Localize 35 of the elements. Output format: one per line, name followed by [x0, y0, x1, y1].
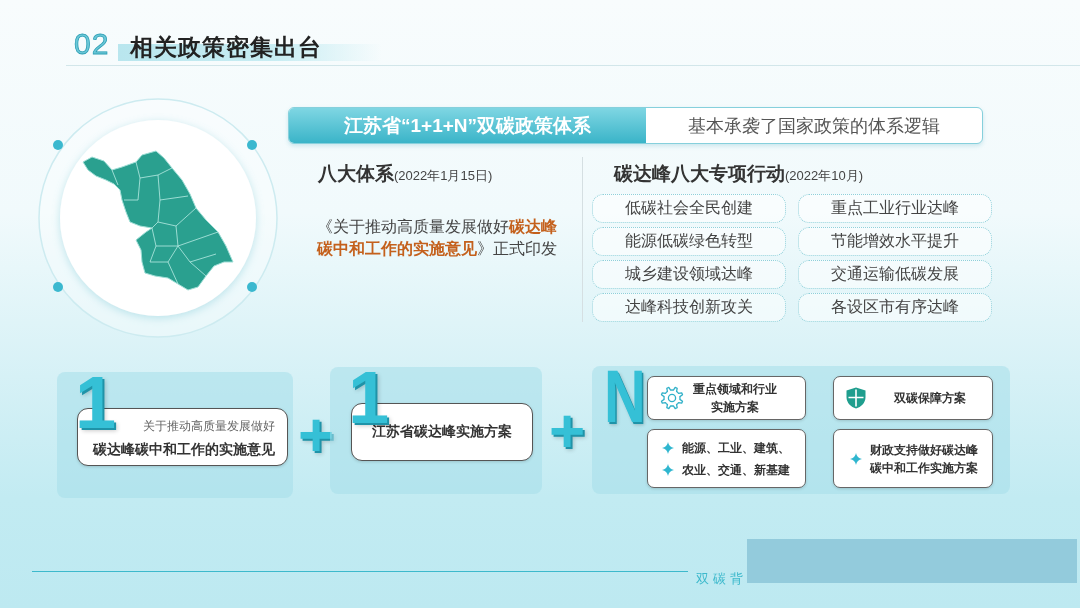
plan-text: 农业、交通、新基建	[682, 461, 790, 479]
action-tag: 能源低碳绿色转型	[592, 227, 786, 256]
policy-panel	[592, 366, 1010, 494]
policy-panel	[330, 367, 542, 494]
date-note: (2022年10月)	[785, 167, 864, 185]
plan-card	[833, 376, 993, 420]
section-number: 02	[74, 29, 110, 59]
plan-text: 重点领域和行业实施方案	[692, 381, 778, 416]
plan-card	[647, 376, 806, 420]
body-text: 《关于推动高质量发展做好碳达峰碳中和工作的实施意见》正式印发	[316, 217, 558, 259]
policy-panel	[57, 372, 293, 498]
column-heading: 八大体系	[318, 162, 394, 186]
action-tag: 低碳社会全民创建	[592, 194, 786, 223]
action-tag: 节能增效水平提升	[798, 227, 992, 256]
document-subtitle: 关于推动高质量发展做好	[143, 418, 275, 434]
footer-text: 双碳背	[696, 571, 747, 587]
action-tag: 城乡建设领域达峰	[592, 260, 786, 289]
document-title: 碳达峰碳中和工作的实施意见	[93, 441, 275, 459]
policy-banner	[288, 107, 983, 144]
action-tag: 交通运输低碳发展	[798, 260, 992, 289]
action-tag: 各设区市有序达峰	[798, 293, 992, 322]
date-note: (2022年1月15日)	[394, 168, 493, 185]
big-digit: N	[604, 364, 646, 430]
column-heading: 碳达峰八大专项行动	[614, 162, 785, 186]
plan-card	[647, 429, 806, 488]
banner-subtitle: 基本承袭了国家政策的体系逻辑	[687, 114, 941, 138]
plan-card	[833, 429, 993, 488]
plus-sign: +	[298, 407, 335, 463]
action-tag: 达峰科技创新攻关	[592, 293, 786, 322]
plus-sign: +	[549, 403, 586, 459]
plan-text: 双碳保障方案	[893, 390, 967, 407]
action-tag: 重点工业行业达峰	[798, 194, 992, 223]
plan-text: 财政支持做好碳达峰碳中和工作实施方案	[870, 441, 978, 477]
plan-text: 能源、工业、建筑、	[682, 439, 790, 457]
banner-title: 江苏省“1+1+N”双碳政策体系	[289, 108, 646, 143]
